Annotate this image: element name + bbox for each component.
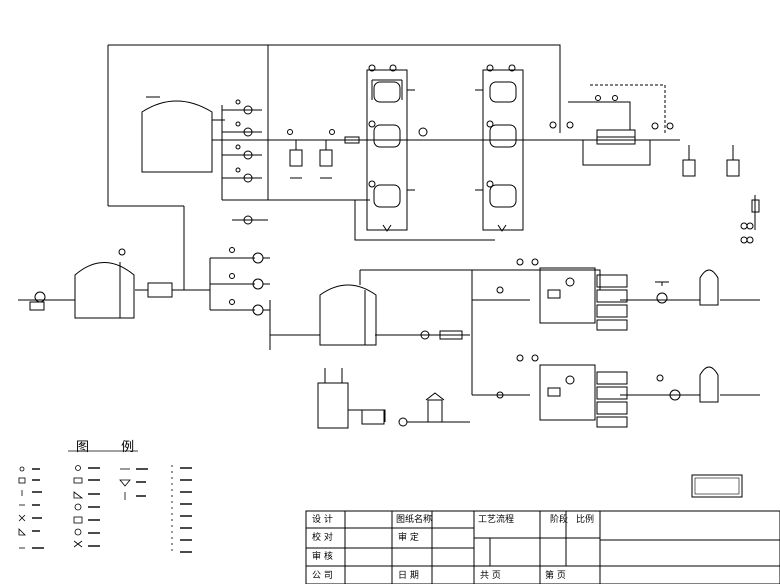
review-label: 审 核 [312,552,333,562]
approve-label: 审 定 [398,533,419,543]
scale-label: 比例 [576,515,595,525]
raw-water-tank [29,248,135,319]
intermediate-tank [319,284,463,346]
heat-exchanger [549,84,674,166]
booster-pump-group [209,247,270,316]
legend-symbols [18,450,192,555]
ro-train-upper [496,258,719,331]
sheet-no-label: 第 页 [545,571,566,581]
stage-label: 阶段 [550,515,569,525]
pressure-gauge [418,127,428,137]
dosing-tanks-a [287,129,335,179]
dosing-tanks-b [682,145,760,244]
date-label: 日 期 [398,571,419,581]
main-pipelines [18,44,760,396]
title-block-grid [305,510,780,584]
sheet-total-label: 共 页 [480,571,501,581]
design-label: 设 计 [312,515,333,525]
drawing-type-label: 工艺流程 [478,515,515,525]
filter-group-b [475,64,524,232]
ro-train-lower [496,354,719,428]
legend-title: 图 例 [76,440,149,455]
note-box [691,474,743,498]
mixer [344,136,360,144]
drawing-name-label: 图纸名称 [396,515,433,525]
filter-group-a [366,64,415,232]
dosing-device [147,282,173,298]
lift-pump-group [221,99,268,225]
regeneration-unit [317,368,470,429]
storage-tank [141,96,225,173]
company-label: 公 司 [312,571,333,581]
check-label: 校 对 [312,533,333,543]
